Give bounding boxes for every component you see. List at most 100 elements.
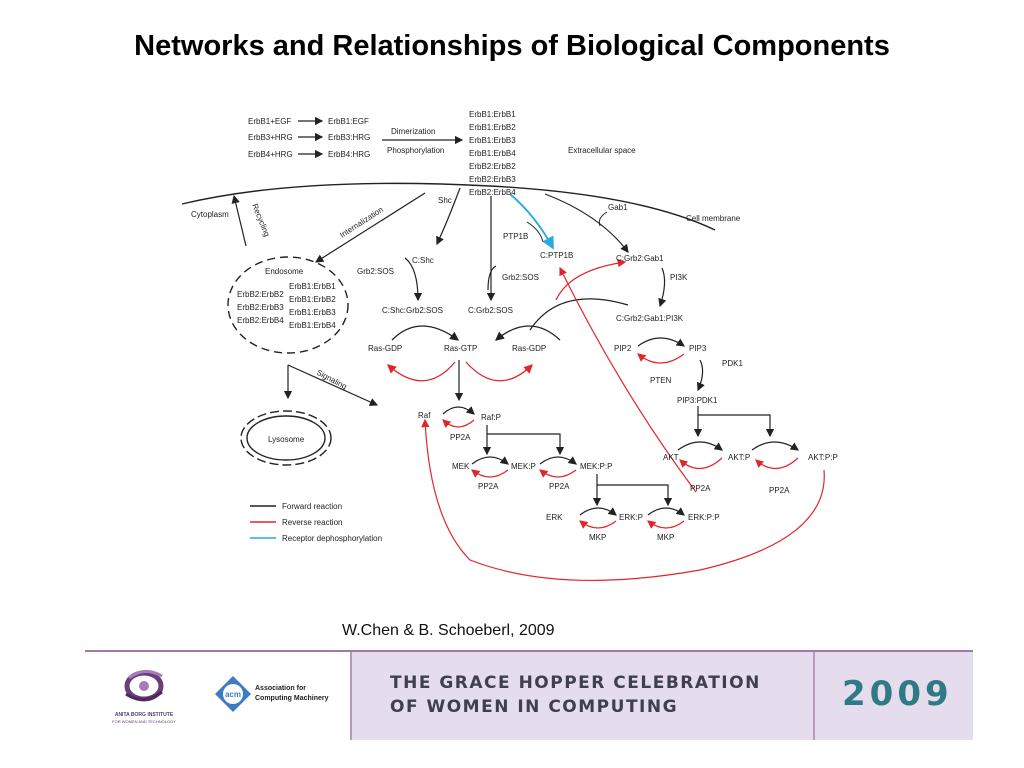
pdk1-to-akt-line bbox=[697, 406, 775, 438]
legend-forward-label: Forward reaction bbox=[282, 502, 342, 511]
dimer-7: ErbB2:ErbB4 bbox=[469, 188, 516, 197]
dimerization-label: Dimerization bbox=[391, 127, 435, 136]
lysosome-outer bbox=[240, 410, 332, 466]
dimer-4: ErbB1:ErbB4 bbox=[469, 149, 516, 158]
legend-reverse-label: Reverse reaction bbox=[282, 518, 342, 527]
grb2sos-bind-curve bbox=[487, 265, 497, 291]
dimer-2: ErbB1:ErbB2 bbox=[469, 123, 516, 132]
gab1-branch bbox=[544, 193, 629, 253]
akt-reverse-1 bbox=[679, 457, 723, 470]
pp2a-akt2-label: PP2A bbox=[769, 486, 790, 495]
acm-logo-text: acm bbox=[225, 690, 241, 699]
anita-borg-institute-logo bbox=[124, 670, 164, 702]
gab1-label: Gab1 bbox=[608, 203, 628, 212]
sos-to-ras-curve bbox=[529, 298, 629, 331]
shc-branch bbox=[436, 187, 461, 246]
erk-p-label: ERK:P bbox=[619, 513, 643, 522]
endosome-right-2: ErbB1:ErbB2 bbox=[289, 295, 336, 304]
mek-reverse-1 bbox=[471, 469, 509, 478]
c-shc-grb2-sos-label: C:Shc:Grb2:SOS bbox=[382, 306, 443, 315]
erk-feedback-sos bbox=[559, 266, 697, 493]
raf-reverse bbox=[442, 419, 475, 428]
ras-gtp-label: Ras-GTP bbox=[444, 344, 477, 353]
c-grb2-gab1-label: C:Grb2:Gab1 bbox=[616, 254, 664, 263]
c-grb2-sos-label: C:Grb2:SOS bbox=[468, 306, 513, 315]
ghc-title-line2: OF WOMEN IN COMPUTING bbox=[390, 697, 679, 717]
dimer-3: ErbB1:ErbB3 bbox=[469, 136, 516, 145]
erk-forward-1 bbox=[579, 507, 617, 516]
pp2a-raf-label: PP2A bbox=[450, 433, 471, 442]
recycling-label: Recycling bbox=[250, 202, 271, 238]
endosome-left-1: ErbB2:ErbB2 bbox=[237, 290, 284, 299]
reaction-right-1: ErbB1:EGF bbox=[328, 117, 369, 126]
ras-gdp-right-label: Ras-GDP bbox=[512, 344, 546, 353]
erk-label: ERK bbox=[546, 513, 563, 522]
akt-pp-label: AKT:P:P bbox=[808, 453, 838, 462]
mkp2-label: MKP bbox=[657, 533, 674, 542]
mek-label: MEK bbox=[452, 462, 470, 471]
ptp1b-label: PTP1B bbox=[503, 232, 528, 241]
mkp1-label: MKP bbox=[589, 533, 606, 542]
cytoplasm-label: Cytoplasm bbox=[191, 210, 229, 219]
endosome-right-1: ErbB1:ErbB1 bbox=[289, 282, 336, 291]
mek-to-erk-line bbox=[596, 474, 673, 507]
akt-feedback-raf bbox=[421, 418, 825, 581]
acm-logo: acm bbox=[215, 676, 251, 712]
mek-p-label: MEK:P bbox=[511, 462, 536, 471]
shc-label: Shc bbox=[438, 196, 452, 205]
akt-reverse-2 bbox=[755, 457, 799, 470]
lysosome-inner bbox=[246, 415, 326, 461]
citation: W.Chen & B. Schoeberl, 2009 bbox=[342, 622, 555, 639]
grb2-sos-mid-label: Grb2:SOS bbox=[502, 273, 539, 282]
footer-band bbox=[350, 652, 973, 740]
endosome-left-3: ErbB2:ErbB4 bbox=[237, 316, 284, 325]
ghc-year: 2009 bbox=[842, 674, 953, 714]
footer-separator-left bbox=[350, 652, 352, 740]
endosome-right-4: ErbB1:ErbB4 bbox=[289, 321, 336, 330]
pip3-pdk1-label: PIP3:PDK1 bbox=[677, 396, 718, 405]
mek-forward-2 bbox=[539, 456, 577, 465]
erk-forward-2 bbox=[647, 507, 685, 516]
signaling-line bbox=[287, 364, 379, 406]
dimer-5: ErbB2:ErbB2 bbox=[469, 162, 516, 171]
recycling-arrow bbox=[231, 194, 247, 247]
cell-membrane bbox=[181, 182, 716, 231]
cell-membrane-label: Cell membrane bbox=[686, 214, 741, 223]
pten-label: PTEN bbox=[650, 376, 672, 385]
signaling-network-diagram: ErbB1+EGF ErbB3+HRG ErbB4+HRG ErbB1:EGF … bbox=[181, 110, 838, 581]
pdk1-arrow bbox=[697, 359, 705, 392]
ras-activation-left bbox=[391, 325, 460, 341]
pip-forward bbox=[637, 337, 685, 347]
pip-reverse bbox=[637, 353, 685, 364]
shc-bind-curve bbox=[404, 257, 423, 302]
gab1-bind-curve bbox=[598, 211, 608, 227]
internalization-arrow bbox=[314, 192, 426, 263]
abi-subtitle-text: FOR WOMEN AND TECHNOLOGY bbox=[112, 719, 176, 724]
pi3k-arrow bbox=[658, 267, 667, 308]
endosome-label: Endosome bbox=[265, 267, 304, 276]
dimer-6: ErbB2:ErbB3 bbox=[469, 175, 516, 184]
dimer-1: ErbB1:ErbB1 bbox=[469, 110, 516, 119]
extracellular-label: Extracellular space bbox=[568, 146, 636, 155]
akt-p-label: AKT:P bbox=[728, 453, 750, 462]
ras-reverse-right bbox=[465, 361, 533, 382]
ras-gdp-left-label: Ras-GDP bbox=[368, 344, 402, 353]
acm-name-line1: Association for bbox=[255, 685, 306, 692]
phosphorylation-label: Phosphorylation bbox=[387, 146, 444, 155]
endosome-left-2: ErbB2:ErbB3 bbox=[237, 303, 284, 312]
abi-name-text: ANITA BORG INSTITUTE bbox=[114, 712, 174, 718]
endosome-membrane bbox=[227, 256, 349, 354]
footer-divider-line bbox=[85, 650, 973, 652]
c-shc-label: C:Shc bbox=[412, 256, 434, 265]
ras-activation-right bbox=[494, 325, 561, 341]
pp2a-mek2-label: PP2A bbox=[549, 482, 570, 491]
akt-forward-2 bbox=[751, 441, 799, 451]
ptp1b-arrow bbox=[509, 193, 554, 250]
erk-reverse-1 bbox=[579, 520, 617, 529]
pp2a-akt1-label: PP2A bbox=[690, 484, 711, 493]
akt-label: AKT bbox=[663, 453, 679, 462]
reaction-left-2: ErbB3+HRG bbox=[248, 133, 293, 142]
lysosome-label: Lysosome bbox=[268, 435, 305, 444]
reaction-right-2: ErbB3:HRG bbox=[328, 133, 370, 142]
reaction-left-3: ErbB4+HRG bbox=[248, 150, 293, 159]
